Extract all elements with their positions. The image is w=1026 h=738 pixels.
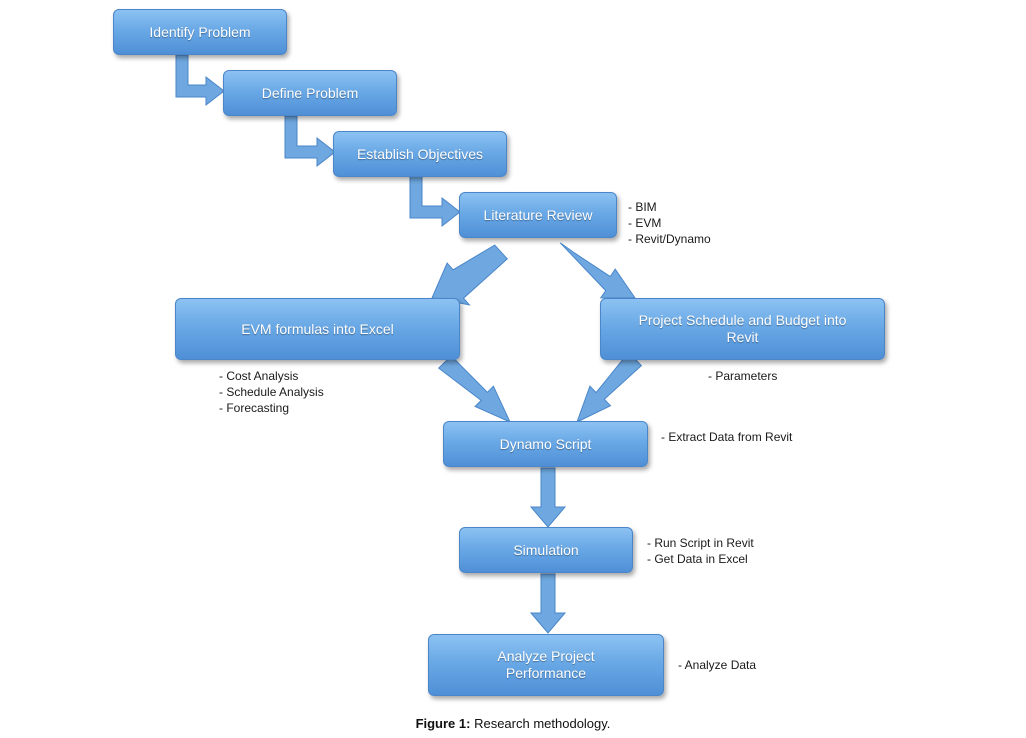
evm-formulas-notes: - Cost Analysis - Schedule Analysis - Fo… <box>219 368 324 416</box>
note-item: - Run Script in Revit <box>647 536 754 550</box>
define-problem-label: Define Problem <box>261 84 359 101</box>
arrow-evm-to-dynamo <box>437 355 512 423</box>
note-item: - Revit/Dynamo <box>628 232 711 246</box>
dynamo-script-node: Dynamo Script <box>443 421 648 467</box>
note-item: - EVM <box>628 216 662 230</box>
project-schedule-node: Project Schedule and Budget into Revit <box>600 298 885 360</box>
analyze-performance-label: Analyze Project Performance <box>497 648 595 681</box>
arrow-objectives-to-literature <box>409 175 461 228</box>
establish-objectives-node: Establish Objectives <box>333 131 507 177</box>
project-schedule-label: Project Schedule and Budget into Revit <box>638 312 847 345</box>
analyze-performance-notes: - Analyze Data <box>678 657 756 673</box>
figure-caption: Figure 1: Research methodology. <box>0 716 1026 731</box>
simulation-notes: - Run Script in Revit - Get Data in Exce… <box>647 535 754 567</box>
establish-objectives-label: Establish Objectives <box>356 145 484 162</box>
simulation-node: Simulation <box>459 527 633 573</box>
identify-problem-node: Identify Problem <box>113 9 287 55</box>
note-item: - Get Data in Excel <box>647 552 748 566</box>
arrow-define-to-objectives <box>284 115 336 168</box>
note-item: - BIM <box>628 200 657 214</box>
dynamo-script-label: Dynamo Script <box>499 435 592 452</box>
caption-label: Figure 1: <box>415 716 471 731</box>
arrow-identify-to-define <box>175 54 225 107</box>
note-item: - Parameters <box>708 369 778 383</box>
identify-problem-label: Identify Problem <box>149 23 251 40</box>
arrow-literature-to-evm <box>431 244 509 306</box>
define-problem-node: Define Problem <box>223 70 397 116</box>
arrow-schedule-to-dynamo <box>576 351 643 423</box>
note-item: - Analyze Data <box>678 658 757 672</box>
arrow-dynamo-to-simulation <box>529 467 567 528</box>
arrow-literature-to-schedule <box>559 242 636 299</box>
analyze-performance-node: Analyze Project Performance <box>428 634 664 696</box>
note-item: - Forecasting <box>219 401 290 415</box>
simulation-label: Simulation <box>513 541 579 558</box>
arrow-simulation-to-analyze <box>529 573 567 634</box>
literature-review-node: Literature Review <box>459 192 617 238</box>
evm-formulas-node: EVM formulas into Excel <box>175 298 460 360</box>
evm-formulas-label: EVM formulas into Excel <box>241 320 394 337</box>
literature-review-label: Literature Review <box>483 206 593 223</box>
note-item: - Cost Analysis <box>219 369 299 383</box>
project-schedule-notes: - Parameters <box>708 368 777 384</box>
note-item: - Schedule Analysis <box>219 385 324 399</box>
caption-text: Research methodology. <box>470 716 611 731</box>
literature-review-notes: - BIM - EVM - Revit/Dynamo <box>628 199 711 247</box>
note-item: - Extract Data from Revit <box>661 430 793 444</box>
dynamo-script-notes: - Extract Data from Revit <box>661 429 792 445</box>
